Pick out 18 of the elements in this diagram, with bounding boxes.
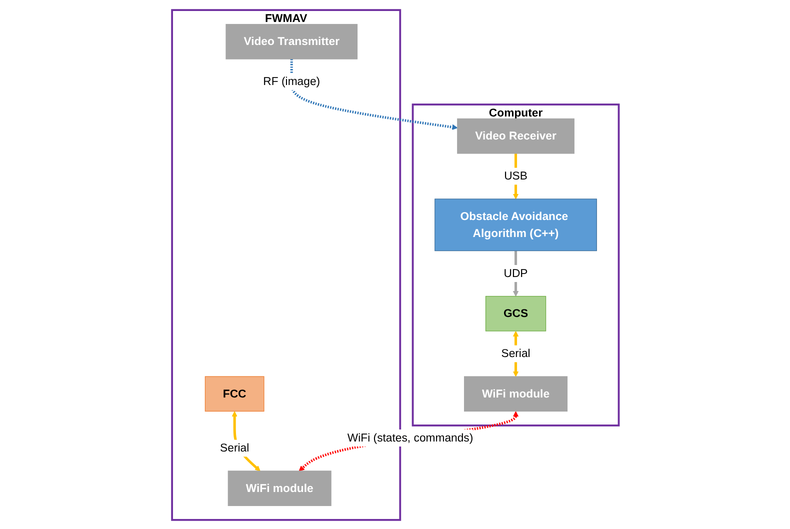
- node-box: [225, 23, 358, 59]
- arrow: [290, 58, 458, 130]
- diagram: FWMAV Computer RF (image) USB UDP Serial Serial WiFi (states, commands) Video Receiver Obstacle Avoidance Algorithm (C++) GCS WiFi module Video Transmitter FCC WiFi module: [166, 4, 624, 524]
- node-box: [464, 376, 568, 412]
- edge-label: WiFi (states, commands): [347, 430, 473, 444]
- node-box: [227, 470, 331, 506]
- edge-label: RF (image): [262, 74, 320, 88]
- arrow: [512, 152, 518, 199]
- node-box: [434, 198, 597, 251]
- arrow: [298, 410, 518, 471]
- edge-label: USB: [504, 169, 528, 182]
- node-box: [485, 295, 546, 331]
- cluster: [411, 103, 620, 426]
- edge-label: Serial: [500, 346, 530, 360]
- node-box: [456, 118, 574, 154]
- edge-label: UDP: [503, 266, 528, 280]
- node-box: [204, 376, 264, 412]
- edge-label: Serial: [220, 441, 249, 454]
